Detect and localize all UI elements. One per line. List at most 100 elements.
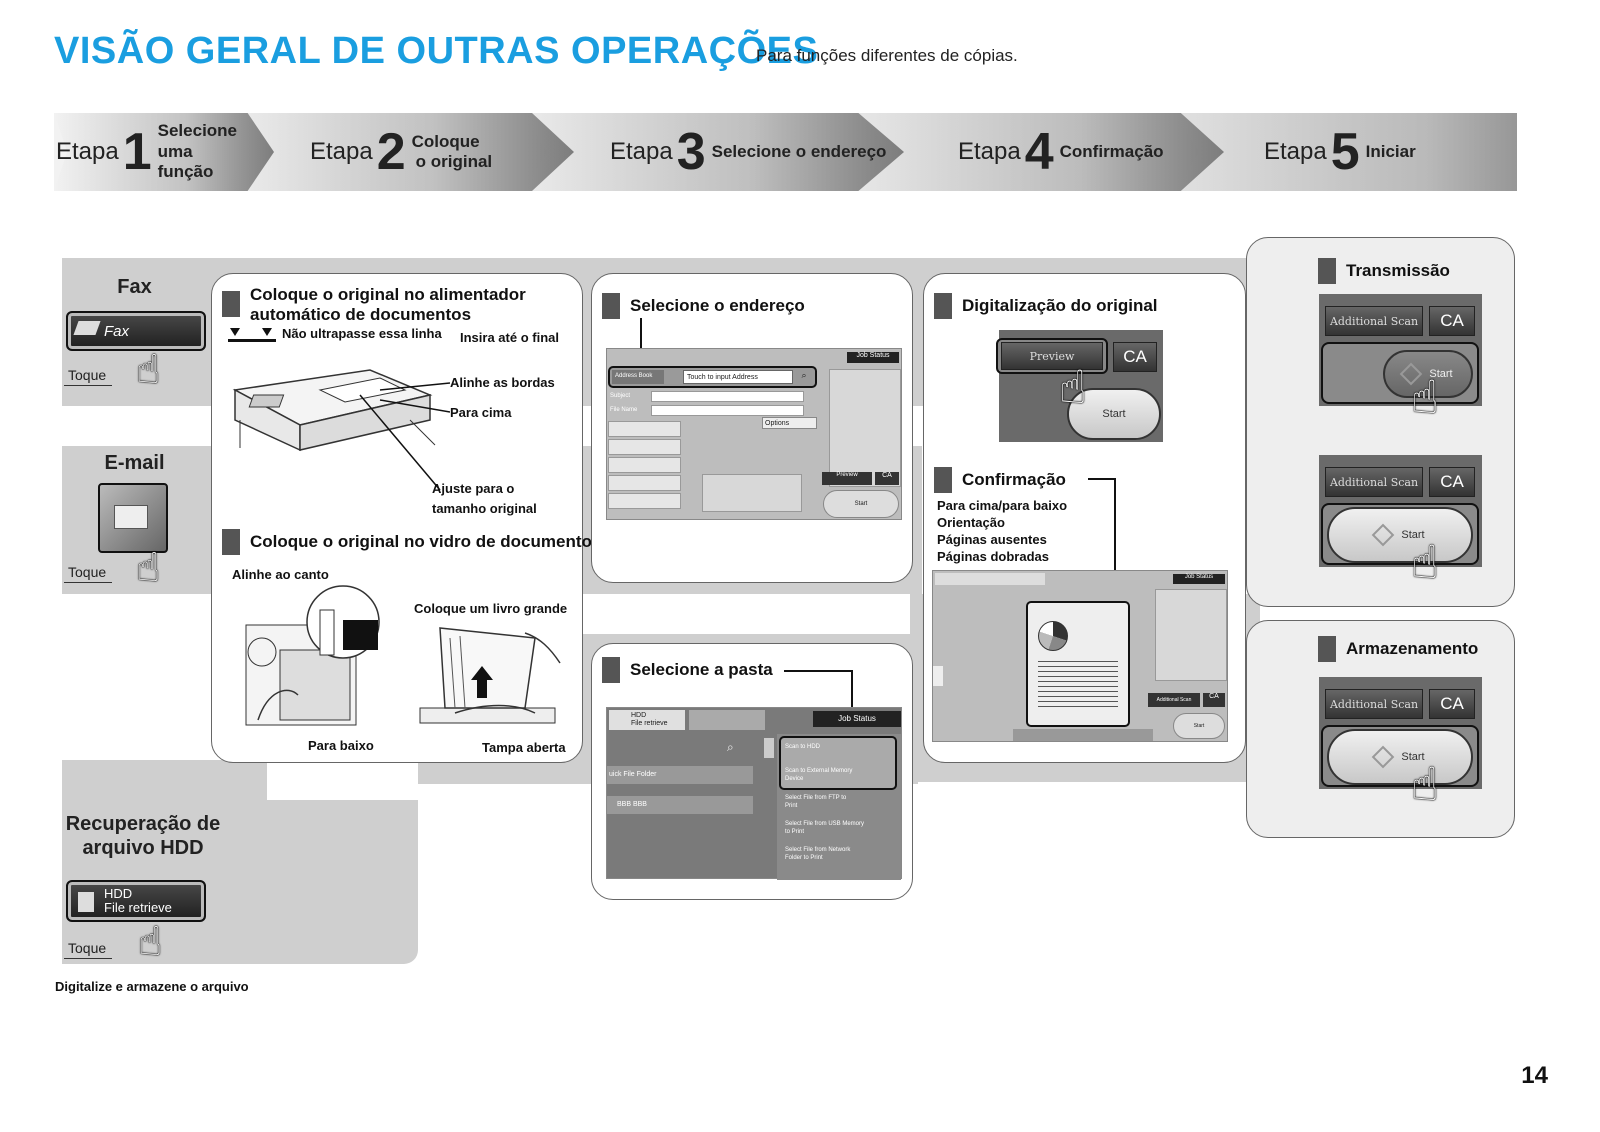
storage-title: Armazenamento <box>1318 636 1478 662</box>
section-marker <box>1318 636 1336 662</box>
preview-button[interactable]: Preview <box>822 472 872 485</box>
fax-touch-label: Toque <box>68 367 107 383</box>
search-icon[interactable]: ⌕ <box>727 740 734 754</box>
right-options-panel <box>829 369 901 487</box>
step-label: Confirmação <box>1059 141 1164 161</box>
ca-button[interactable]: CA <box>1429 467 1475 497</box>
hdd-touch-label: Toque <box>68 940 107 956</box>
folder-section-title: Selecione a pasta <box>602 657 773 683</box>
step-number: 4 <box>1024 123 1054 181</box>
hand-pointer-icon: ☝ <box>136 348 161 392</box>
settings-row[interactable] <box>608 457 681 473</box>
face-down-label: Para baixo <box>308 738 374 753</box>
side-toggle[interactable] <box>764 738 774 758</box>
no-exceed-label: Não ultrapasse essa linha <box>282 326 442 341</box>
folder-item[interactable]: BBB BBB <box>607 796 753 814</box>
step-3-arrow <box>524 113 904 191</box>
adjust-size-label: Ajuste para o tamanho original <box>432 481 537 517</box>
hand-pointer-icon: ☝ <box>138 920 163 964</box>
ca-button[interactable]: CA <box>875 472 899 485</box>
start-button[interactable]: Start <box>1383 350 1473 398</box>
settings-row[interactable] <box>608 493 681 509</box>
preview-thumbnail <box>1026 601 1130 727</box>
additional-scan-button[interactable]: Additional Scan <box>1325 467 1423 497</box>
adf-illustration <box>230 350 451 505</box>
step-number: 2 <box>376 123 406 181</box>
page-subtitle: Para funções diferentes de cópias. <box>756 46 1018 65</box>
preview-button[interactable]: Preview <box>1001 342 1103 370</box>
step-2: Etapa 2 Coloque o original <box>310 113 492 191</box>
step-label: Iniciar <box>1365 141 1416 161</box>
settings-row[interactable] <box>608 475 681 491</box>
step-label: Selecione o endereço <box>711 141 887 161</box>
job-status-button[interactable]: Job Status <box>813 711 901 727</box>
side-toggle[interactable] <box>933 666 943 686</box>
hdd-tab[interactable]: HDD File retrieve <box>609 710 685 730</box>
ca-button[interactable]: CA <box>1203 693 1225 707</box>
ca-button[interactable]: CA <box>1429 689 1475 719</box>
ca-button[interactable]: CA <box>1113 342 1157 372</box>
section-marker <box>222 529 240 555</box>
align-edges-label: Alinhe as bordas <box>450 375 555 390</box>
settings-row[interactable] <box>608 421 681 437</box>
start-button[interactable]: Start <box>1327 507 1473 563</box>
search-icon[interactable]: ⌕ <box>796 370 812 384</box>
email-button[interactable] <box>98 483 168 553</box>
callout-line <box>1088 478 1116 480</box>
additional-scan-button[interactable]: Additional Scan <box>1325 306 1423 336</box>
email-touch-label: Toque <box>68 564 107 580</box>
address-book-button[interactable]: Address Book <box>612 370 664 384</box>
hdd-title: Recuperação de arquivo HDD <box>65 813 221 859</box>
step-number: 3 <box>676 123 706 181</box>
step-2-arrow <box>224 113 574 191</box>
storage-screen: Additional Scan CA Start ☝ <box>1319 677 1482 807</box>
fax-title: Fax <box>117 276 152 298</box>
fax-button[interactable]: Fax <box>66 311 206 351</box>
file-name-label: File Name <box>610 407 638 413</box>
confirm-item: Para cima/para baixo <box>937 498 1068 513</box>
section-marker <box>602 657 620 683</box>
step-label: Selecione uma função <box>157 121 238 182</box>
options-button[interactable]: Options <box>762 417 817 429</box>
section-marker <box>602 293 620 319</box>
additional-scan-button[interactable]: Additional Scan <box>1148 693 1200 707</box>
big-book-label: Coloque um livro grande <box>414 601 568 616</box>
subject-field[interactable] <box>651 391 804 402</box>
confirm-checklist: Para cima/para baixo Orientação Páginas … <box>937 498 1067 566</box>
address-input[interactable]: Touch to input Address <box>683 370 793 384</box>
ca-button[interactable]: CA <box>1429 306 1475 336</box>
confirm-screen: Job Status Additional Scan CA Start <box>932 570 1228 742</box>
email-touch-line <box>64 582 112 583</box>
job-status-button[interactable]: Job Status <box>1173 574 1225 584</box>
big-book-illustration <box>415 618 565 738</box>
start-button[interactable]: Start <box>1067 388 1161 440</box>
menu-item-ftp-print[interactable]: Select File from FTP to Print <box>785 795 847 809</box>
start-button[interactable]: Start <box>1327 729 1473 785</box>
address-screen: Job Status Address Book Touch to input A… <box>606 348 902 520</box>
menu-item-usb-print[interactable]: Select File from USB Memory to Print <box>785 821 865 835</box>
step-prefix: Etapa <box>1264 138 1327 165</box>
callout-line <box>640 318 642 360</box>
menu-item-scan-to-external[interactable]: Scan to External Memory Device <box>785 768 853 782</box>
file-name-field[interactable] <box>651 405 804 416</box>
start-button[interactable]: Start <box>823 490 899 518</box>
page-title: VISÃO GERAL DE OUTRAS OPERAÇÕES <box>54 30 819 72</box>
quick-file-folder-item[interactable]: uick File Folder <box>607 766 753 784</box>
fax-touch-line <box>64 385 112 386</box>
start-button[interactable]: Start <box>1173 713 1225 739</box>
additional-scan-button[interactable]: Additional Scan <box>1325 689 1423 719</box>
step-prefix: Etapa <box>310 138 373 165</box>
subject-label: Subject <box>610 393 631 399</box>
settings-row[interactable] <box>608 439 681 455</box>
hand-pointer-icon: ☝ <box>136 546 161 590</box>
confirm-item: Páginas ausentes <box>937 531 1047 547</box>
tab-blank[interactable] <box>689 710 765 730</box>
hdd-file-retrieve-button[interactable]: HDD File retrieve <box>66 880 206 922</box>
menu-item-scan-to-hdd[interactable]: Scan to HDD <box>785 744 821 750</box>
menu-highlight <box>779 736 897 790</box>
envelope-icon <box>114 505 148 529</box>
hdd-touch-line <box>64 958 112 959</box>
menu-item-network-print[interactable]: Select File from Network Folder to Print <box>785 847 851 861</box>
job-status-button[interactable]: Job Status <box>847 352 899 363</box>
